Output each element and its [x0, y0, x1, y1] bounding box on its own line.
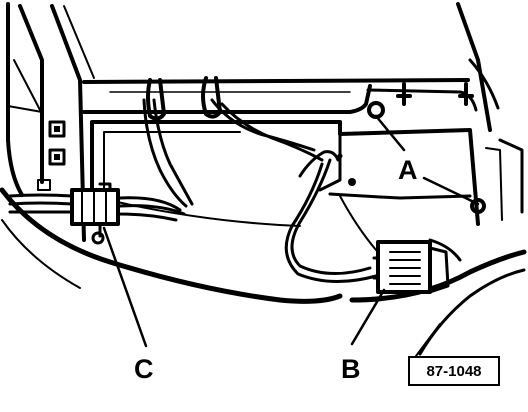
connector-b: [372, 240, 450, 294]
leader-lines: [102, 114, 480, 357]
mounting-bracket: [90, 120, 486, 226]
callout-a: A: [398, 155, 418, 185]
switch-sockets: [37, 120, 66, 191]
cable-ties: [146, 76, 222, 121]
pillar-trim: [6, 2, 95, 242]
callout-c: C: [134, 354, 154, 384]
figure-number: 87-1048: [426, 362, 482, 380]
callout-b: B: [341, 354, 361, 384]
dash-panel: [0, 138, 527, 356]
figure-number-box: 87-1048: [408, 356, 500, 386]
connector-c: [70, 182, 120, 245]
